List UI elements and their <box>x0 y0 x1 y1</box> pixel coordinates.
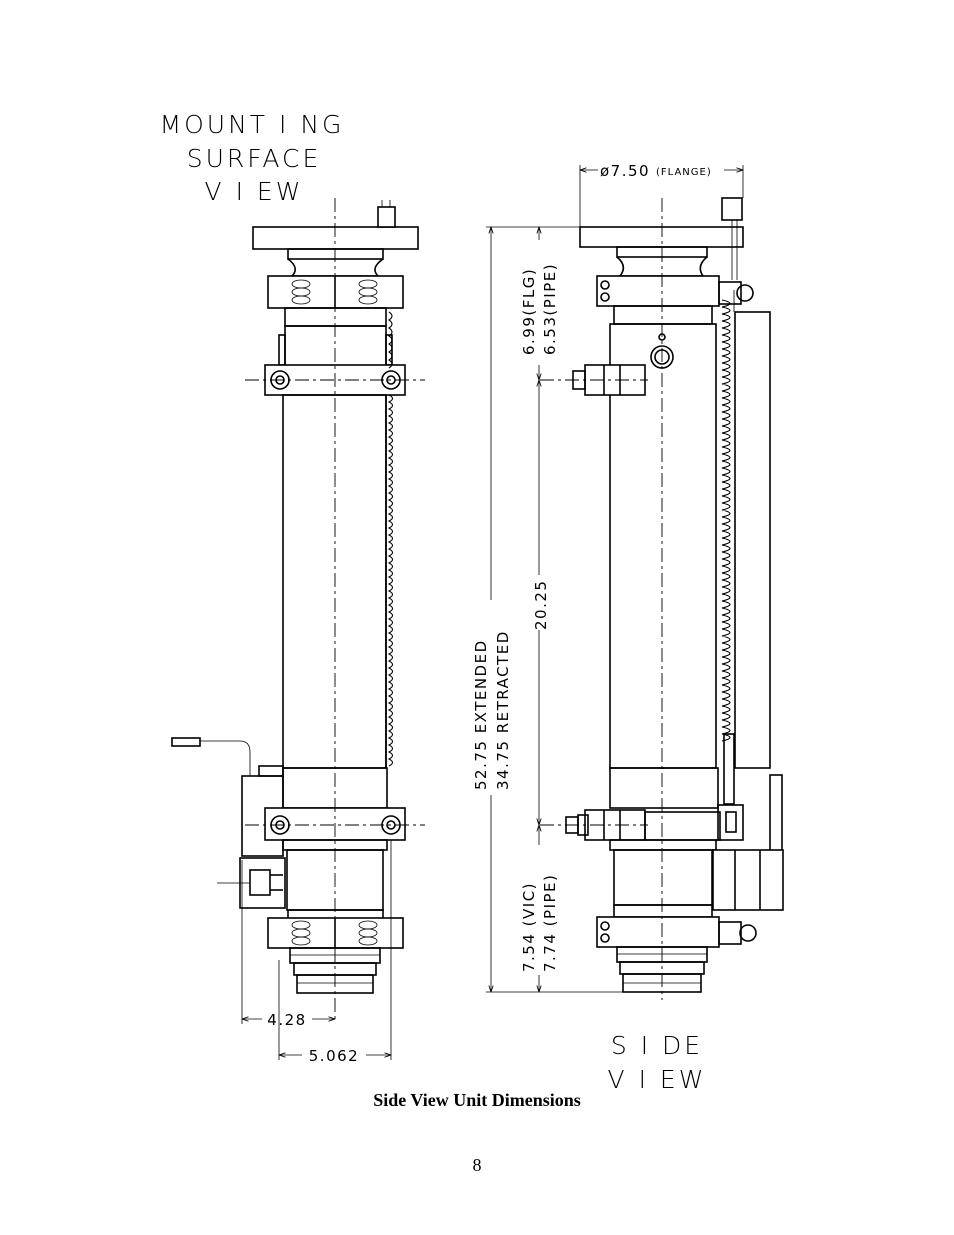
right-junction-box <box>712 849 784 911</box>
right-bottom-clamp <box>596 916 720 948</box>
left-main-tube <box>282 394 387 769</box>
dim-retracted-label: 34.75 RETRACTED <box>494 630 512 790</box>
left-probe-wire <box>171 737 201 747</box>
dim-flange-label: ø7.50 <box>600 162 650 180</box>
dim-extended-label: 52.75 EXTENDED <box>472 639 490 790</box>
figure-caption: Side View Unit Dimensions <box>373 1090 581 1110</box>
dim-5-062: 5.062 <box>279 1047 391 1065</box>
side-label-line2: V I EW <box>608 1065 707 1094</box>
left-coil-cable <box>387 394 394 767</box>
mounting-surface-view <box>171 198 425 1060</box>
side-view <box>540 197 784 1000</box>
dim-top-flg-label: 6.99(FLG) <box>520 268 538 355</box>
dim-top-pipe-label: 6.53(PIPE) <box>541 263 559 355</box>
dim-mid-label: 20.25 <box>532 580 550 630</box>
dim-mount-spacing: 20.25 <box>532 380 550 825</box>
right-top-clamp <box>596 275 720 307</box>
dim-flange-diameter: ø7.50 (FLANGE) <box>580 162 743 227</box>
right-coil-cable <box>721 299 731 742</box>
dim-flange-note: (FLANGE) <box>656 167 712 178</box>
side-view-title: S I DE V I EW <box>608 1031 707 1094</box>
left-flange <box>252 226 419 250</box>
mounting-label-line3: V I EW <box>205 177 304 206</box>
dim-bot-pipe-label: 7.74 (PIPE) <box>541 874 559 972</box>
dim-5-062-label: 5.062 <box>309 1047 359 1065</box>
side-label-line1: S I DE <box>611 1031 703 1060</box>
dim-top-section: 6.99(FLG) 6.53(PIPE) <box>520 227 559 380</box>
mounting-label-line2: SURFACE <box>187 144 322 173</box>
right-flange <box>579 226 744 248</box>
dim-4-28: 4.28 <box>242 1011 335 1029</box>
dim-bottom-section: 7.54 (VIC) 7.74 (PIPE) <box>520 825 559 992</box>
page-number: 8 <box>472 1155 482 1175</box>
dim-4-28-label: 4.28 <box>267 1011 306 1029</box>
left-upper-coil <box>388 311 393 369</box>
mounting-label-line1: MOUNT I NG <box>160 110 345 139</box>
dim-bot-vic-label: 7.54 (VIC) <box>520 882 538 972</box>
mounting-surface-view-title: MOUNT I NG SURFACE V I EW <box>160 110 345 206</box>
dim-overall-length: 52.75 EXTENDED 34.75 RETRACTED <box>472 227 623 992</box>
